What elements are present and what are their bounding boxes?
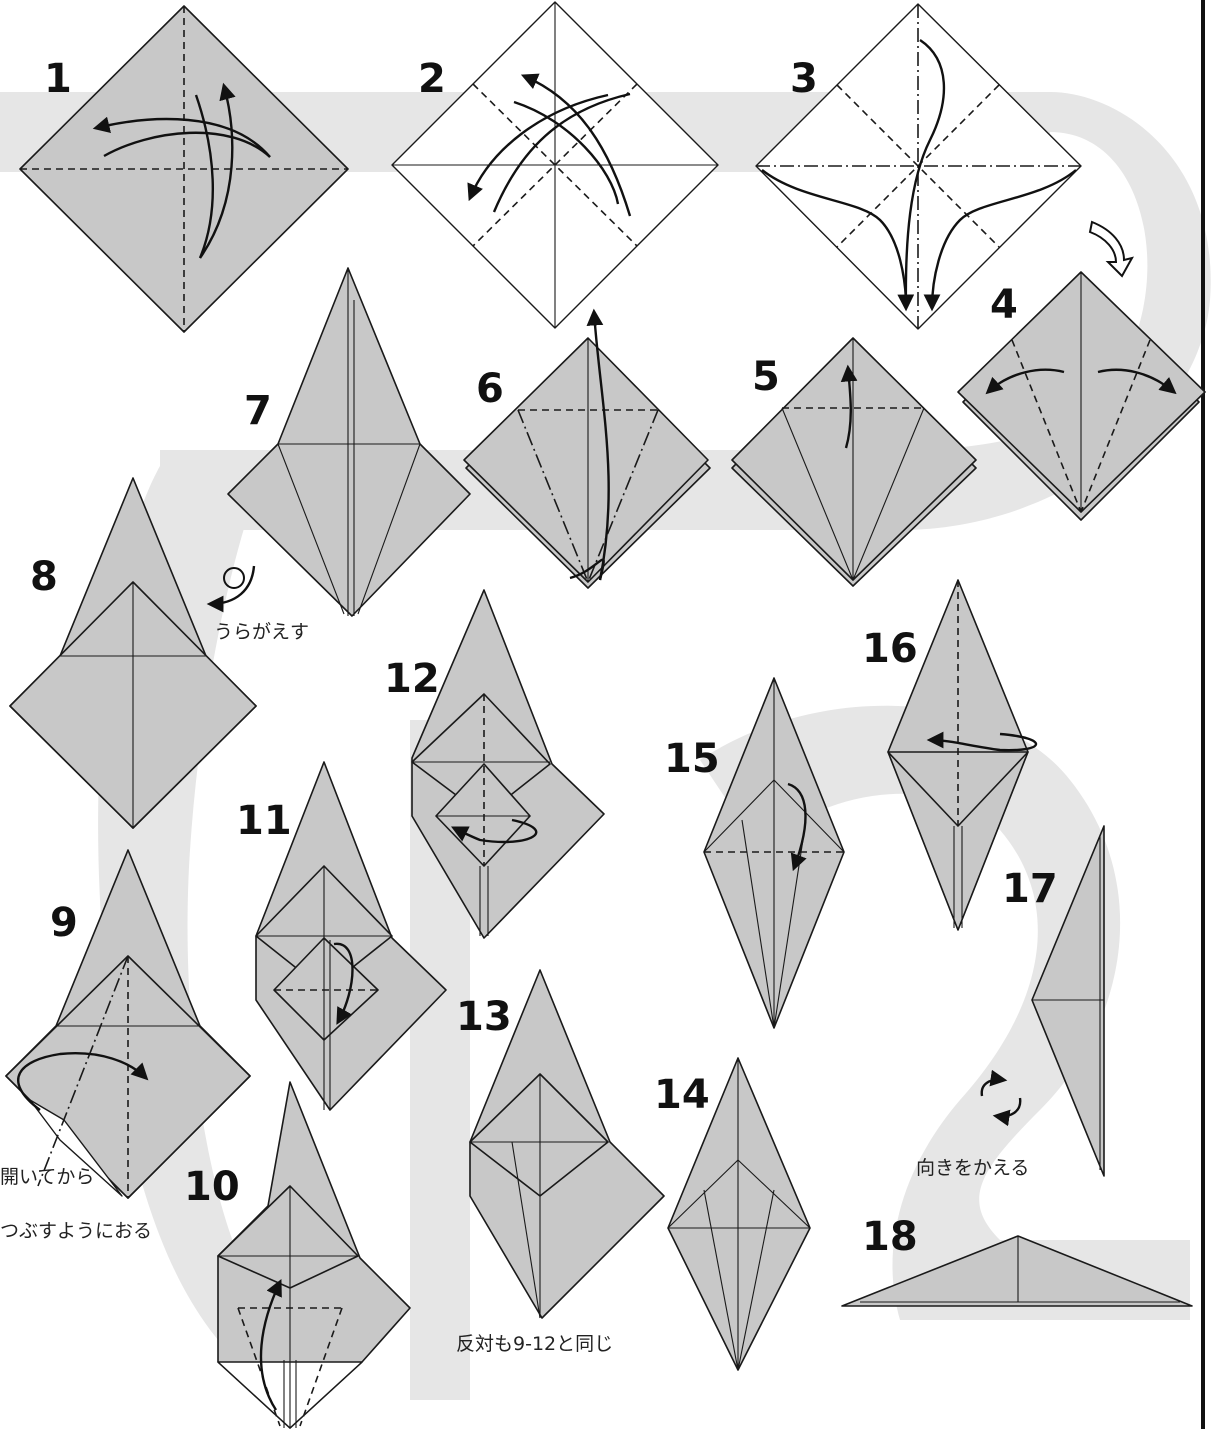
repeat-note-text: 反対も9-12と同じ — [456, 1333, 613, 1355]
step-number: 14 — [654, 1072, 710, 1118]
step-number: 6 — [476, 366, 504, 412]
step-number: 12 — [384, 656, 440, 702]
step-number: 18 — [862, 1214, 918, 1260]
open-squash-text-2: つぶすようにおる — [0, 1220, 152, 1242]
step-2: 2 — [392, 2, 718, 328]
turn-over-note: うらがえす — [210, 566, 309, 643]
step-14: 14 — [654, 1058, 810, 1370]
step-1: 1 — [20, 6, 348, 332]
step-number: 3 — [790, 56, 818, 102]
step-5: 5 — [732, 338, 976, 586]
open-squash-text-1: 開いてから — [0, 1166, 94, 1188]
step-number: 10 — [184, 1164, 240, 1210]
step-number: 4 — [990, 282, 1018, 328]
step-3: 3 — [756, 4, 1081, 329]
step-10: 10 — [184, 1082, 410, 1428]
step-13: 13 反対も9-12と同じ — [456, 970, 664, 1355]
step-number: 5 — [752, 354, 780, 400]
step-number: 17 — [1002, 866, 1058, 912]
step-number: 16 — [862, 626, 918, 672]
step-number: 7 — [244, 388, 272, 434]
step-number: 15 — [664, 736, 720, 782]
step-number: 8 — [30, 554, 58, 600]
rotate-text: 向きをかえる — [916, 1157, 1029, 1179]
step-number: 11 — [236, 798, 292, 844]
step-number: 13 — [456, 994, 512, 1040]
step-number: 1 — [44, 56, 72, 102]
step-number: 2 — [418, 56, 446, 102]
turn-arrow-icon — [1090, 222, 1132, 276]
step-number: 9 — [50, 900, 78, 946]
turn-over-text: うらがえす — [214, 621, 309, 643]
step-6: 6 — [464, 312, 710, 588]
step-7: 7 — [228, 268, 470, 616]
